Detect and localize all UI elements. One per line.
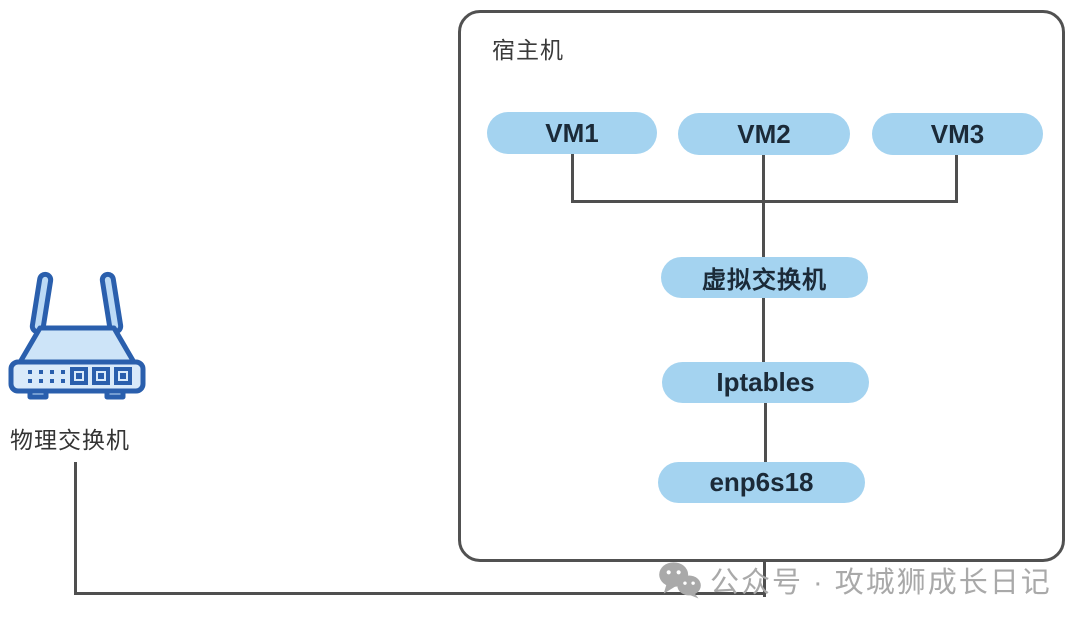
node-vm3: VM3 (872, 113, 1043, 155)
physical-switch-label: 物理交换机 (10, 427, 130, 453)
node-virtual-switch: 虚拟交换机 (661, 257, 868, 298)
node-vm2: VM2 (678, 113, 850, 155)
node-enp6s18: enp6s18 (658, 462, 865, 503)
connector-vm2-to-virtual-switch (762, 155, 765, 257)
connector-vm1-to-bus (571, 154, 574, 203)
node-vm1-label: VM1 (545, 117, 599, 148)
watermark: 公众号 · 攻城狮成长日记 (658, 559, 1052, 601)
connector-vm3-to-bus (955, 155, 958, 203)
node-virtual-switch-label: 虚拟交换机 (702, 267, 827, 294)
wechat-icon (659, 562, 701, 599)
connector-virtual-switch-to-iptables (762, 297, 765, 363)
router-icon (8, 271, 146, 400)
node-vm3-label: VM3 (930, 118, 985, 149)
node-iptables: Iptables (662, 362, 869, 403)
connector-iptables-to-nic (764, 402, 767, 463)
connector-bottom-horizontal (74, 592, 766, 595)
connector-physical-switch-down (74, 462, 77, 595)
node-enp6s18-label: enp6s18 (709, 467, 814, 497)
node-vm1: VM1 (487, 112, 657, 154)
connector-host-to-bottom (763, 561, 766, 597)
node-iptables-label: Iptables (716, 367, 815, 397)
watermark-text: 公众号 · 攻城狮成长日记 (710, 567, 1052, 599)
node-vm2-label: VM2 (737, 118, 791, 149)
host-machine-title: 宿主机 (492, 37, 564, 63)
